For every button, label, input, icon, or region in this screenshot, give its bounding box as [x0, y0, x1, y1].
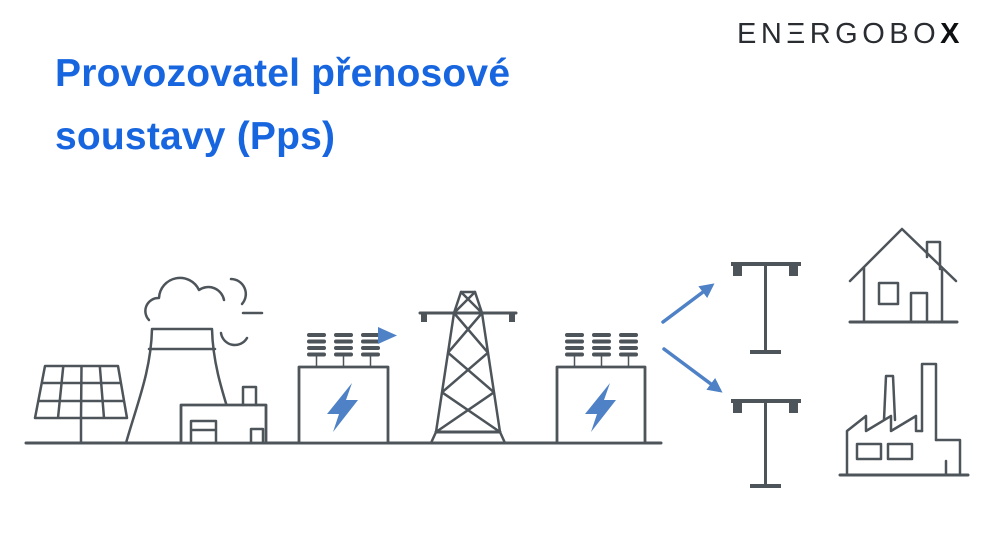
page-title: Provozovatel přenosové soustavy (Pps) — [55, 42, 510, 168]
house-icon — [848, 227, 959, 324]
insulator-stack — [361, 333, 380, 368]
utility-pole-top-icon — [731, 262, 801, 354]
transformer-station-2 — [555, 333, 647, 445]
solar-panel-icon — [33, 364, 129, 445]
factory-icon — [838, 362, 970, 477]
page-title-line2: soustavy (Pps) — [55, 115, 336, 158]
flow-triangle-icon — [378, 327, 397, 344]
power-plant — [33, 276, 268, 445]
plant-building-icon — [179, 385, 268, 445]
utility-pole-bottom-icon — [731, 399, 801, 488]
logo-text-x: X — [940, 18, 964, 50]
transformer-station-1 — [297, 327, 397, 445]
logo-text-prefix: EN — [737, 18, 787, 50]
logo-text-middle: RGOBO — [809, 18, 941, 50]
brand-logo: ENΞRGOBOX — [737, 18, 964, 51]
insulator-stack — [565, 333, 584, 368]
lightning-bolt-icon — [327, 383, 358, 432]
insulator-stack — [592, 333, 611, 368]
lightning-bolt-icon — [585, 383, 616, 432]
insulator-stack — [307, 333, 326, 368]
page-title-line1: Provozovatel přenosové — [55, 52, 511, 95]
distribution-arrows — [661, 283, 723, 393]
distribution-arrow-down-icon — [662, 347, 723, 393]
insulator-stack — [334, 333, 353, 368]
insulator-stack — [619, 333, 638, 368]
transmission-tower-icon — [418, 290, 518, 445]
steam-cloud-icon — [144, 276, 264, 347]
logo-stylized-e-icon: Ξ — [786, 18, 810, 50]
distribution-arrow-up-icon — [661, 283, 715, 324]
